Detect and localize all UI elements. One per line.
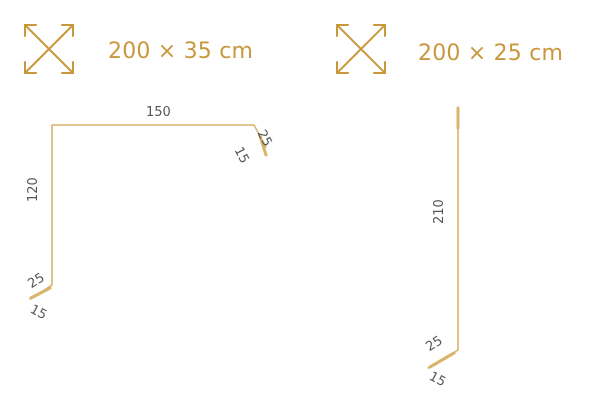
profile-1-shape	[29, 124, 268, 300]
profile-2-bottom-fold-edge	[428, 351, 456, 369]
profile-1-size-label: 200 × 35 cm	[108, 39, 254, 64]
profile-2-size-label: 200 × 25 cm	[418, 41, 564, 66]
profile-1-left-dimension: 120	[26, 177, 41, 202]
expand-arrows-icon	[24, 24, 74, 74]
profile-2-height-dimension: 210	[432, 199, 447, 224]
expand-arrows-icon	[336, 24, 386, 74]
profile-1-bottom-fold-edge	[29, 286, 52, 300]
profile-1-top-dimension: 150	[146, 105, 171, 120]
profile-2-shape	[427, 106, 460, 369]
profile-1-right-fold	[258, 134, 268, 157]
